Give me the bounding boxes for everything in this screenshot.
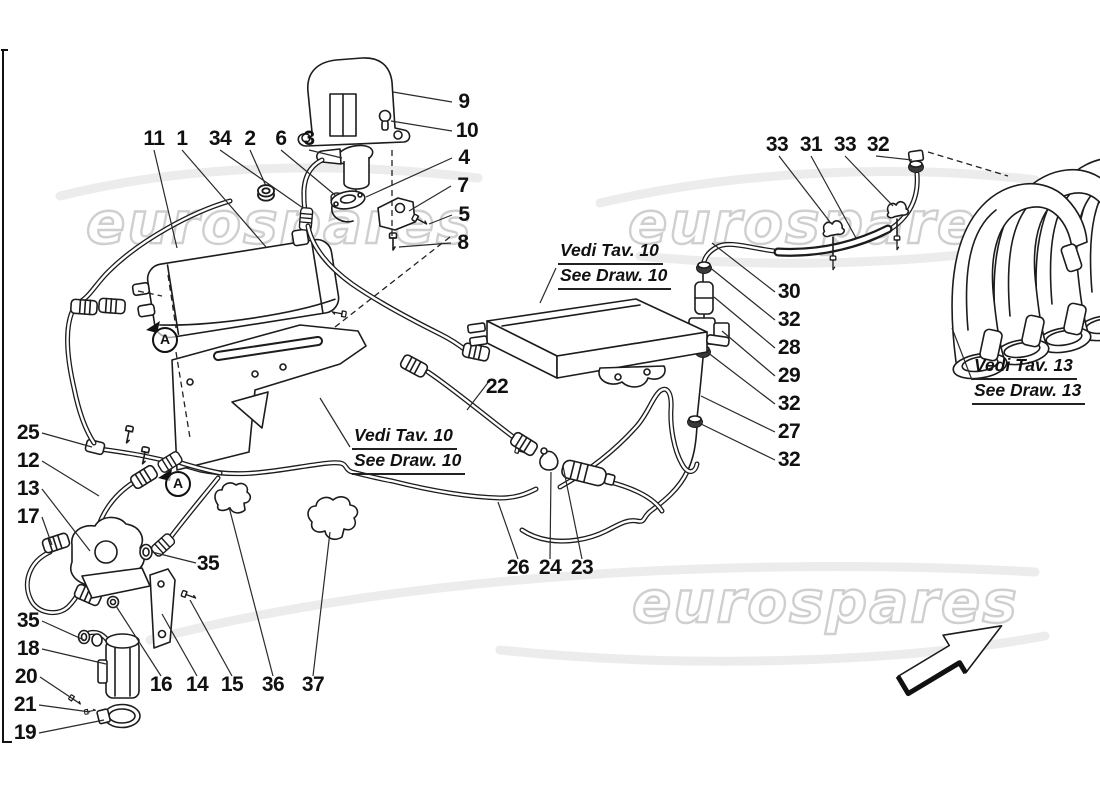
part-callout-33: 33 — [833, 133, 857, 156]
part-callout-13: 13 — [16, 477, 40, 500]
part-callout-32: 32 — [777, 448, 801, 471]
part-callout-25: 25 — [16, 421, 40, 444]
direction-arrow — [895, 624, 1003, 697]
part-callout-33: 33 — [765, 133, 789, 156]
note-see-draw-13: Vedi Tav. 13 See Draw. 13 — [972, 355, 1086, 405]
solenoid-valve-assembly — [257, 57, 429, 251]
pipe-22 — [398, 352, 540, 458]
pipe-to-ecu — [305, 223, 491, 363]
part-callout-35: 35 — [196, 552, 220, 575]
part-callout-32: 32 — [777, 308, 801, 331]
part-callout-10: 10 — [455, 119, 479, 142]
fitting-chain — [686, 261, 730, 473]
watermark-text-2: eurospares — [628, 189, 1015, 257]
part-callout-28: 28 — [777, 336, 801, 359]
ecu-box — [466, 298, 730, 388]
intake-manifold — [927, 144, 1100, 383]
part-callout-32: 32 — [866, 133, 890, 156]
part-callout-4: 4 — [458, 146, 470, 169]
watermark-layer: eurospares eurospares eurospares — [85, 188, 1019, 637]
detail-marker-A: A — [165, 471, 191, 497]
part-callout-12: 12 — [16, 449, 40, 472]
part-callout-31: 31 — [799, 133, 823, 156]
charcoal-canister — [65, 198, 340, 446]
part-callout-18: 18 — [16, 637, 40, 660]
part-callout-3: 3 — [303, 127, 315, 150]
note-see-draw-10-bracket: Vedi Tav. 10 See Draw. 10 — [352, 425, 466, 475]
part-callout-23: 23 — [570, 556, 594, 579]
part-callout-17: 17 — [16, 505, 40, 528]
part-callout-26: 26 — [506, 556, 530, 579]
part-callout-11: 11 — [143, 127, 165, 150]
note-leaders — [319, 267, 973, 448]
lower-pipes — [519, 386, 700, 544]
detail-marker-A: A — [152, 327, 178, 353]
watermark-text-3: eurospares — [632, 568, 1019, 636]
part-callout-20: 20 — [14, 665, 38, 688]
vent-pipe-30 — [700, 149, 925, 271]
part-callout-21: 21 — [13, 693, 37, 716]
part-callout-16: 16 — [149, 673, 173, 696]
part-callout-9: 9 — [458, 90, 470, 113]
part-callout-22: 22 — [485, 375, 509, 398]
part-callout-34: 34 — [208, 127, 232, 150]
part-callout-1: 1 — [176, 127, 188, 150]
part-callout-24: 24 — [538, 556, 562, 579]
page-frame — [1, 49, 12, 743]
part-callout-27: 27 — [777, 420, 801, 443]
callout-leaders — [38, 91, 913, 734]
part-callout-5: 5 — [458, 203, 470, 226]
part-callout-14: 14 — [185, 673, 209, 696]
part-callout-7: 7 — [457, 174, 469, 197]
part-callout-32: 32 — [777, 392, 801, 415]
watermark-swooshes — [55, 163, 1067, 666]
part-callout-19: 19 — [13, 721, 37, 744]
part-callout-36: 36 — [261, 673, 285, 696]
part-callout-8: 8 — [457, 231, 469, 254]
part-callout-37: 37 — [301, 673, 325, 696]
part-callout-35: 35 — [16, 609, 40, 632]
note-see-draw-10-top: Vedi Tav. 10 See Draw. 10 — [558, 240, 672, 290]
sensor-and-clamp — [514, 447, 616, 487]
part-callout-2: 2 — [244, 127, 256, 150]
part-callout-6: 6 — [275, 127, 287, 150]
part-callout-30: 30 — [777, 280, 801, 303]
hose-clips — [214, 482, 359, 540]
part-callout-15: 15 — [220, 673, 244, 696]
lower-canister — [67, 629, 141, 729]
mounting-bracket — [122, 236, 451, 471]
pump-assembly — [24, 449, 223, 649]
part-callout-29: 29 — [777, 364, 801, 387]
